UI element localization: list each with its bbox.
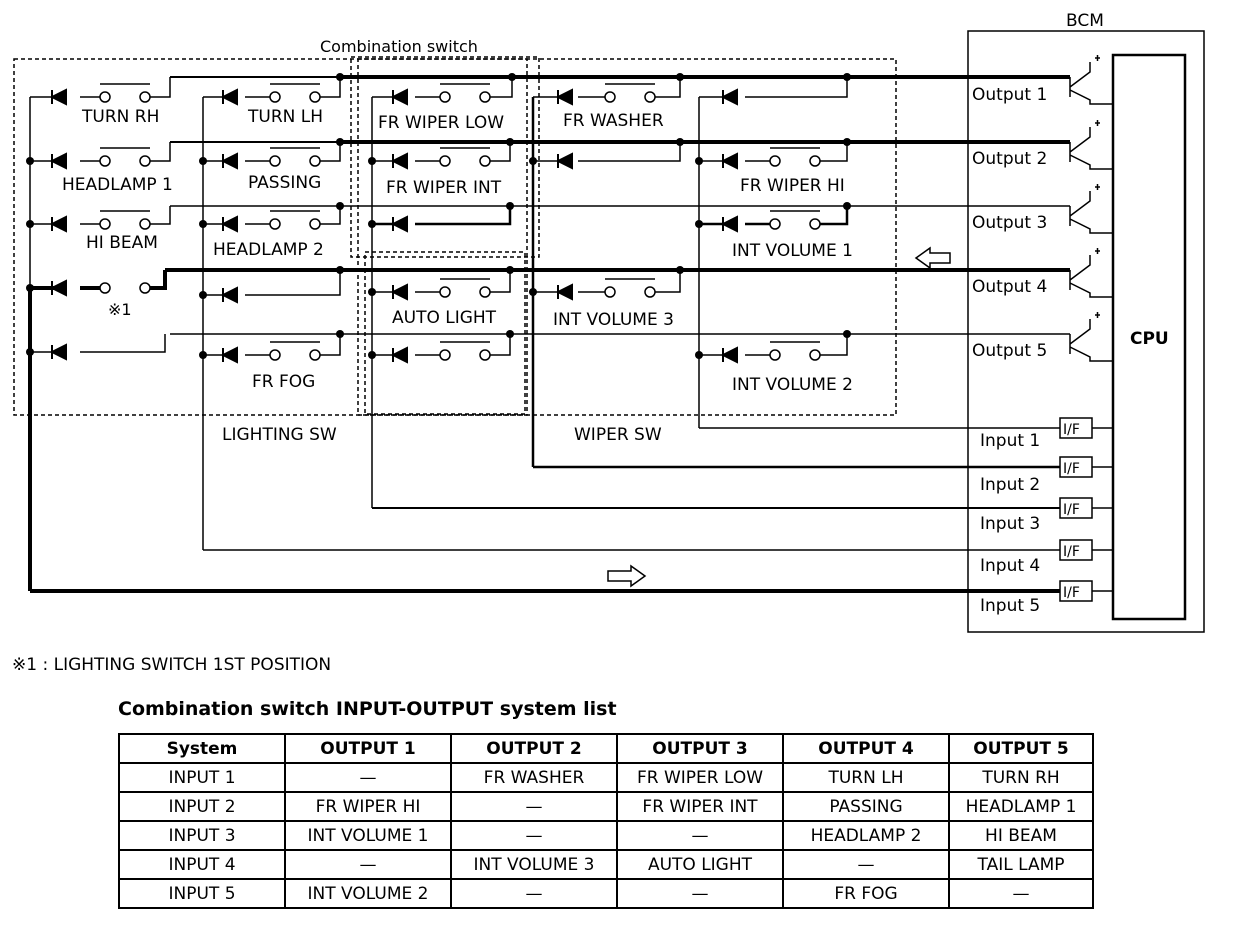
cpu-label: CPU [1130, 329, 1169, 349]
table-cell: FR FOG [782, 878, 950, 909]
table-header-row: System OUTPUT 1 OUTPUT 2 OUTPUT 3 OUTPUT… [118, 733, 1094, 764]
output-5-label: Output 5 [972, 341, 1047, 361]
table-cell: TURN LH [782, 762, 950, 793]
table-cell: — [948, 878, 1094, 909]
input-5-label: Input 5 [980, 596, 1040, 616]
table-cell: FR WIPER HI [284, 791, 452, 822]
junction-dots [26, 73, 851, 359]
switch-fr-washer: FR WASHER [563, 111, 664, 131]
table-cell: — [782, 849, 950, 880]
table-row: INPUT 4 — INT VOLUME 3 AUTO LIGHT — TAIL… [118, 849, 1094, 880]
header-output-2: OUTPUT 2 [450, 733, 618, 764]
table-cell: INPUT 5 [118, 878, 286, 909]
table-cell: — [450, 820, 618, 851]
wiper-sw-box [357, 58, 897, 416]
table-cell: PASSING [782, 791, 950, 822]
table-row: INPUT 5 INT VOLUME 2 — — FR FOG — [118, 878, 1094, 909]
switch-headlamp1: HEADLAMP 1 [62, 175, 173, 195]
wiper-inner-box [350, 56, 540, 258]
diodes [49, 88, 738, 364]
note-mark: ※1 [108, 300, 132, 319]
if-label: I/F [1063, 502, 1080, 518]
wiring-diagram: BCM Combination switch CPU LIGHTING SW W… [13, 11, 1205, 633]
switch-int-volume1: INT VOLUME 1 [732, 241, 853, 261]
switch-headlamp2: HEADLAMP 2 [213, 240, 324, 260]
table-cell: — [450, 791, 618, 822]
header-output-3: OUTPUT 3 [616, 733, 784, 764]
switch-contacts [99, 83, 821, 361]
switch-passing: PASSING [248, 173, 321, 193]
switch-turn-lh: TURN LH [247, 107, 323, 127]
table-cell: TURN RH [948, 762, 1094, 793]
switch-turn-rh: TURN RH [81, 107, 159, 127]
switch-fr-wiper-hi: FR WIPER HI [740, 176, 845, 196]
table-cell: INPUT 3 [118, 820, 286, 851]
table-cell: HEADLAMP 1 [948, 791, 1094, 822]
table-row: INPUT 3 INT VOLUME 1 — — HEADLAMP 2 HI B… [118, 820, 1094, 851]
output-1-label: Output 1 [972, 85, 1047, 105]
table-cell: FR WIPER INT [616, 791, 784, 822]
bcm-title: BCM [1066, 11, 1104, 31]
header-output-1: OUTPUT 1 [284, 733, 452, 764]
if-label: I/F [1063, 544, 1080, 560]
lighting-inner-box [364, 251, 526, 415]
cpu-box [1111, 53, 1187, 621]
table-cell: — [616, 820, 784, 851]
table-cell: INT VOLUME 1 [284, 820, 452, 851]
table-cell: INT VOLUME 3 [450, 849, 618, 880]
table-cell: HI BEAM [948, 820, 1094, 851]
switch-fr-wiper-int: FR WIPER INT [386, 178, 502, 198]
table-cell: AUTO LIGHT [616, 849, 784, 880]
switch-auto-light: AUTO LIGHT [392, 308, 497, 328]
arrow-left-icon [914, 246, 951, 270]
lighting-sw-label: LIGHTING SW [222, 425, 337, 445]
switch-hi-beam: HI BEAM [86, 233, 158, 253]
input-2-label: Input 2 [980, 475, 1040, 495]
table-cell: FR WIPER LOW [616, 762, 784, 793]
combination-switch-label: Combination switch [320, 37, 478, 56]
input-3-label: Input 3 [980, 514, 1040, 534]
table-cell: FR WASHER [450, 762, 618, 793]
table-cell: HEADLAMP 2 [782, 820, 950, 851]
table-row: INPUT 1 — FR WASHER FR WIPER LOW TURN LH… [118, 762, 1094, 793]
table-cell: INPUT 2 [118, 791, 286, 822]
table-cell: — [284, 849, 452, 880]
input-4-label: Input 4 [980, 556, 1040, 576]
wiper-sw-label: WIPER SW [574, 425, 662, 445]
io-system-table: System OUTPUT 1 OUTPUT 2 OUTPUT 3 OUTPUT… [118, 733, 1094, 909]
switch-fr-fog: FR FOG [252, 372, 315, 392]
output-2-label: Output 2 [972, 149, 1047, 169]
output-4-label: Output 4 [972, 277, 1047, 297]
header-output-4: OUTPUT 4 [782, 733, 950, 764]
table-cell: INT VOLUME 2 [284, 878, 452, 909]
table-title: Combination switch INPUT-OUTPUT system l… [118, 698, 617, 720]
lighting-switch-note: ※1 : LIGHTING SWITCH 1ST POSITION [12, 655, 332, 675]
table-row: INPUT 2 FR WIPER HI — FR WIPER INT PASSI… [118, 791, 1094, 822]
input-1-label: Input 1 [980, 431, 1040, 451]
table-cell: INPUT 4 [118, 849, 286, 880]
header-output-5: OUTPUT 5 [948, 733, 1094, 764]
arrow-right-icon [607, 564, 647, 588]
header-system: System [118, 733, 286, 764]
if-boxes [1059, 417, 1113, 602]
output-transistors [1069, 55, 1113, 362]
if-label: I/F [1063, 461, 1080, 477]
output-3-label: Output 3 [972, 213, 1047, 233]
if-label: I/F [1063, 585, 1080, 601]
switch-fr-wiper-low: FR WIPER LOW [378, 113, 504, 133]
switch-int-volume2: INT VOLUME 2 [732, 375, 853, 395]
table-cell: — [284, 762, 452, 793]
table-cell: — [450, 878, 618, 909]
table-cell: INPUT 1 [118, 762, 286, 793]
bcm-box [967, 30, 1205, 633]
table-cell: — [616, 878, 784, 909]
table-cell: TAIL LAMP [948, 849, 1094, 880]
if-label: I/F [1063, 422, 1080, 438]
switch-int-volume3: INT VOLUME 3 [553, 310, 674, 330]
